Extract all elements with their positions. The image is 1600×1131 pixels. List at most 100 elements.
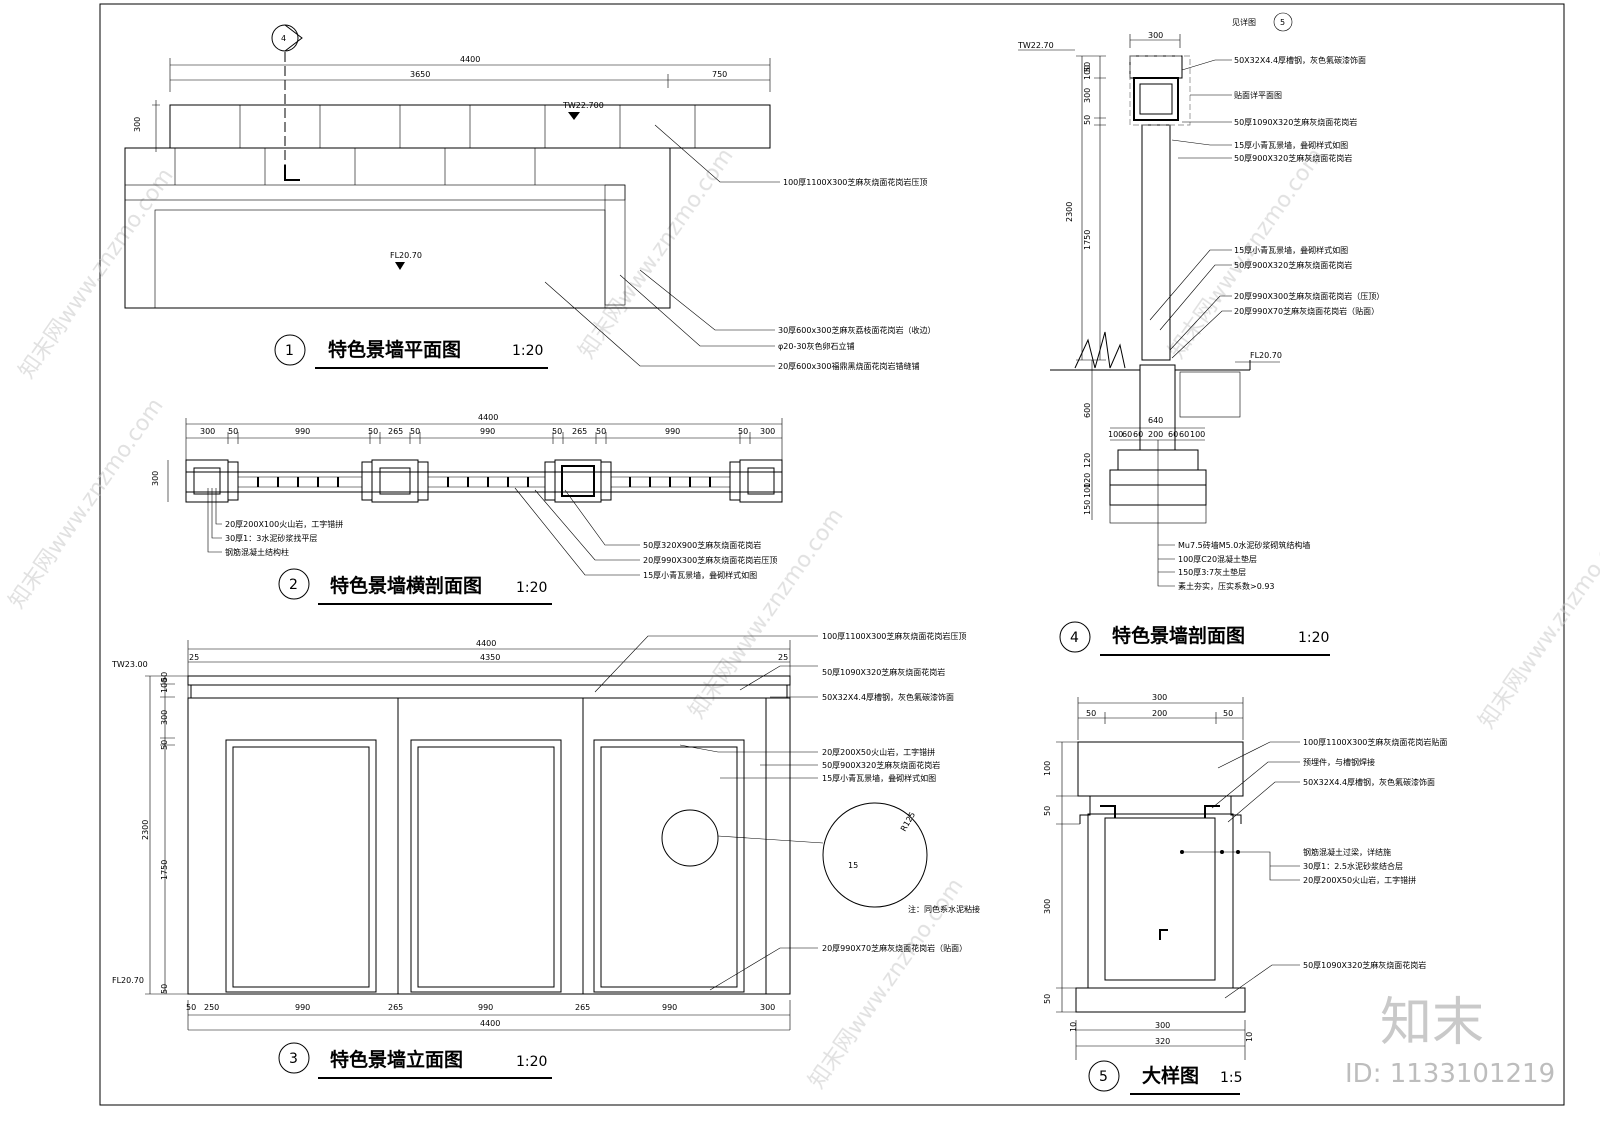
elev-dim-bottom: 990 bbox=[478, 1003, 493, 1012]
plan-title-num: 1 bbox=[285, 343, 294, 359]
sec-note: 50厚1090X320芝麻灰烧面花岗岩 bbox=[1234, 117, 1357, 127]
det-note: 钢筋混凝土过梁，详结施 bbox=[1303, 847, 1391, 857]
cross-dim: 990 bbox=[295, 427, 310, 436]
sec-note: 50厚900X320芝麻灰烧面花岗岩 bbox=[1234, 260, 1352, 270]
sec-dim-base: 60 bbox=[1122, 430, 1132, 439]
elev-note: 100厚1100X300芝麻灰烧面花岗岩压顶 bbox=[822, 631, 966, 641]
sec-dim-left: 1750 bbox=[1083, 230, 1092, 250]
cross-note-right-2: 20厚990X300芝麻灰烧面花岗岩压顶 bbox=[643, 555, 777, 565]
elev-title: 特色景墙立面图 bbox=[330, 1048, 463, 1071]
elev-dim-25b: 25 bbox=[778, 653, 788, 662]
elev-dim-bottom: 265 bbox=[388, 1003, 403, 1012]
cross-dim: 50 bbox=[368, 427, 378, 436]
det-dim-left: 50 bbox=[1043, 806, 1052, 816]
cross-dim: 990 bbox=[480, 427, 495, 436]
cross-title-num: 2 bbox=[289, 577, 298, 593]
sec-note-bottom: 150厚3:7灰土垫层 bbox=[1178, 567, 1246, 577]
elev-dim-inner: 4350 bbox=[480, 653, 500, 662]
det-dim-bottom: 10 bbox=[1069, 1022, 1078, 1032]
sec-dim-base: 60 bbox=[1179, 430, 1189, 439]
sec-dim-base: 60 bbox=[1133, 430, 1143, 439]
det-note: 30厚1：2.5水泥砂浆结合层 bbox=[1303, 861, 1403, 871]
cross-dim-side: 300 bbox=[151, 471, 160, 486]
elev-level-top: TW23.00 bbox=[111, 660, 148, 669]
watermark-text: 知末网www.znzmo.com bbox=[1474, 514, 1600, 734]
cross-dim: 300 bbox=[200, 427, 215, 436]
det-dim-top: 50 bbox=[1086, 709, 1096, 718]
cross-dim: 50 bbox=[596, 427, 606, 436]
elevation-view: 4400 4350 25 25 TW23.00 FL20.70 50 100 3… bbox=[111, 631, 980, 1079]
sec-note: 20厚990X70芝麻灰烧面花岗岩（贴面） bbox=[1234, 306, 1379, 316]
sec-dim-left: 100 bbox=[1083, 65, 1092, 80]
sec-dim-top: 300 bbox=[1148, 31, 1163, 40]
elev-dim-bottom-total: 4400 bbox=[480, 1019, 500, 1028]
elev-dim-total: 4400 bbox=[476, 639, 496, 648]
elev-dim-left: 50 bbox=[160, 984, 169, 994]
cross-note-right-3: 15厚小青瓦景墙，叠砌样式如图 bbox=[643, 570, 757, 580]
det-dim-top: 200 bbox=[1152, 709, 1167, 718]
det-dim-bottom: 320 bbox=[1155, 1037, 1170, 1046]
sec-dim-left: 50 bbox=[1083, 62, 1092, 72]
det-dim-bottom: 10 bbox=[1245, 1032, 1254, 1042]
sec-dim-base: 100 bbox=[1108, 430, 1123, 439]
elev-dim-bottom: 300 bbox=[760, 1003, 775, 1012]
plan-title: 特色景墙平面图 bbox=[328, 338, 461, 361]
elev-detail-w: 15 bbox=[848, 861, 858, 870]
cross-dim: 50 bbox=[228, 427, 238, 436]
plan-dim-total: 4400 bbox=[460, 55, 480, 64]
cross-dim: 50 bbox=[552, 427, 562, 436]
sec-note-bottom: 素土夯实，压实系数>0.93 bbox=[1178, 581, 1275, 591]
elev-note: 20厚200X50火山岩，工字错拼 bbox=[822, 747, 935, 757]
elev-note: 50X32X4.4厚槽钢，灰色氟碳漆饰面 bbox=[822, 692, 954, 702]
cross-note-left-3: 钢筋混凝土结构柱 bbox=[225, 547, 289, 557]
brand-watermark: 知末 bbox=[1380, 993, 1484, 1053]
sec-note: 50厚900X320芝麻灰烧面花岗岩 bbox=[1234, 153, 1352, 163]
sec-detail-ref-num: 5 bbox=[1280, 18, 1285, 27]
sec-dim-base: 60 bbox=[1168, 430, 1178, 439]
plan-dim-h: 300 bbox=[133, 117, 142, 132]
sec-dim-base: 200 bbox=[1148, 430, 1163, 439]
elev-dim-left: 50 bbox=[160, 672, 169, 682]
plan-dim-a: 3650 bbox=[410, 70, 430, 79]
watermark-layer: 知末网www.znzmo.com 知末网www.znzmo.com 知末网www… bbox=[4, 144, 1600, 1094]
section-view: TW22.70 300 见详图 5 50 100 300 50 2300 175… bbox=[1017, 12, 1384, 656]
sec-note-bottom: Mu7.5砖墙M5.0水泥砂浆砌筑结构墙 bbox=[1178, 540, 1310, 550]
elev-note: 20厚990X70芝麻灰烧面花岗岩（贴面） bbox=[822, 943, 967, 953]
plan-note-2: 30厚600x300芝麻灰荔枝面花岗岩（收边） bbox=[778, 325, 935, 335]
sec-dim-left: 100 bbox=[1083, 483, 1092, 498]
plan-level-floor: FL20.70 bbox=[390, 251, 422, 260]
watermark-text: 知末网www.znzmo.com bbox=[14, 164, 178, 384]
cross-scale: 1:20 bbox=[516, 580, 547, 596]
elev-dim-left: 50 bbox=[160, 740, 169, 750]
sec-dim-left: 120 bbox=[1083, 453, 1092, 468]
sec-note: 15厚小青瓦景墙，叠砌样式如图 bbox=[1234, 140, 1348, 150]
sec-level-top: TW22.70 bbox=[1017, 41, 1054, 50]
sec-dim-base: 100 bbox=[1190, 430, 1205, 439]
det-note: 100厚1100X300芝麻灰烧面花岗岩贴面 bbox=[1303, 737, 1447, 747]
det-scale: 1:5 bbox=[1220, 1070, 1243, 1086]
cross-dim: 300 bbox=[760, 427, 775, 436]
plan-scale: 1:20 bbox=[512, 343, 543, 359]
sec-dim-left: 2300 bbox=[1065, 202, 1074, 222]
det-dim-left: 300 bbox=[1043, 899, 1052, 914]
elev-detail-note: 注：同色系水泥粘接 bbox=[908, 904, 980, 914]
elev-dim-25a: 25 bbox=[189, 653, 199, 662]
sec-title-num: 4 bbox=[1070, 630, 1079, 646]
sec-title: 特色景墙剖面图 bbox=[1112, 624, 1245, 647]
cross-dim: 265 bbox=[388, 427, 403, 436]
elev-dim-bottom: 990 bbox=[662, 1003, 677, 1012]
elev-dim-left: 300 bbox=[160, 710, 169, 725]
sec-note: 50X32X4.4厚槽钢，灰色氟碳漆饰面 bbox=[1234, 55, 1366, 65]
sec-dim-left: 600 bbox=[1083, 403, 1092, 418]
det-dim-top: 300 bbox=[1152, 693, 1167, 702]
plan-note-1: 100厚1100X300芝麻灰烧面花岗岩压顶 bbox=[783, 177, 927, 187]
detail-view: 300 50 200 50 100 50 300 50 300 320 10 1… bbox=[1043, 693, 1447, 1095]
cross-note-left-2: 30厚1：3水泥砂浆找平层 bbox=[225, 533, 317, 543]
elev-dim-bottom: 50 bbox=[186, 1003, 196, 1012]
cross-dim: 50 bbox=[738, 427, 748, 436]
cross-dim: 265 bbox=[572, 427, 587, 436]
det-title-num: 5 bbox=[1099, 1069, 1108, 1085]
sec-dim-left: 150 bbox=[1083, 500, 1092, 515]
sec-dim-left: 300 bbox=[1083, 88, 1092, 103]
